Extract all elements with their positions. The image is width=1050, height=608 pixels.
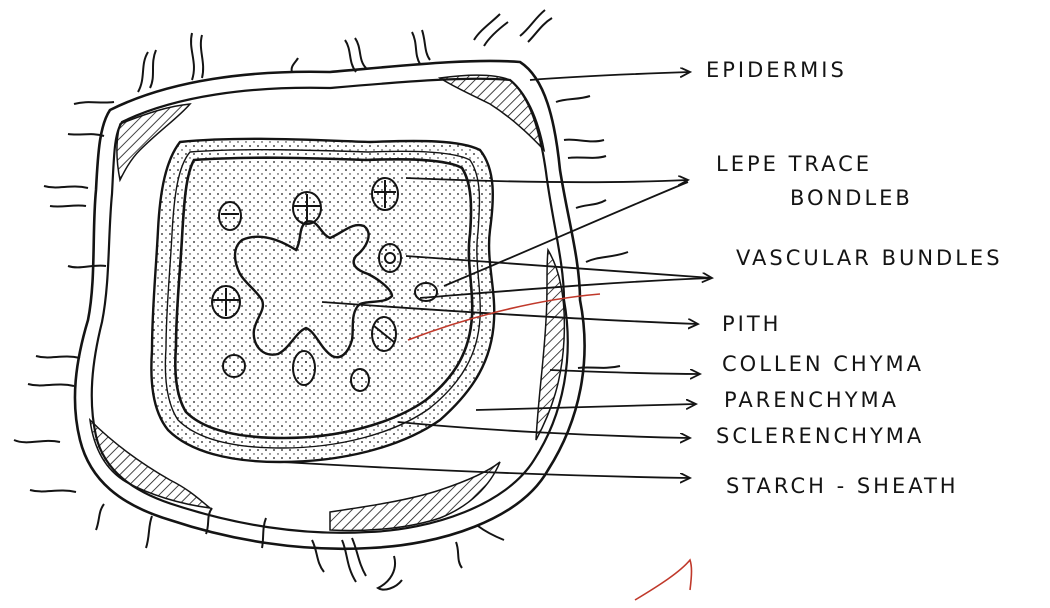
hair	[564, 140, 604, 142]
vascular-bundle	[351, 369, 369, 391]
vascular-bundle	[379, 244, 401, 272]
leader-collenchyma	[550, 370, 700, 374]
sclerenchyma-band	[151, 139, 494, 462]
hair	[146, 516, 152, 548]
leader-epidermis	[530, 72, 690, 80]
vascular-bundle	[223, 355, 245, 377]
hair	[138, 50, 156, 92]
hair	[478, 526, 504, 540]
hair	[96, 504, 104, 530]
label-parenchyma: PARENCHYMA	[724, 388, 899, 412]
label-starch-sheath: STARCH - SHEATH	[726, 474, 959, 498]
label-leaf-trace-line2: BONDLEB	[790, 186, 913, 210]
hair	[36, 356, 80, 358]
hair	[342, 538, 366, 582]
hair	[345, 38, 366, 72]
vascular-bundle	[219, 202, 241, 230]
hair	[412, 30, 430, 64]
hair	[312, 540, 324, 572]
hair	[191, 33, 203, 80]
vascular-bundle	[293, 351, 315, 385]
hair	[68, 266, 106, 268]
hair	[520, 10, 552, 42]
label-collenchyma: COLLEN CHYMA	[722, 352, 924, 376]
hair	[378, 556, 402, 590]
label-pith: PITH	[722, 312, 781, 336]
hair	[50, 205, 86, 206]
vascular-bundle	[212, 286, 240, 318]
hair	[456, 542, 462, 568]
hair	[30, 490, 76, 492]
hair	[14, 440, 60, 442]
leader-parenchyma	[476, 404, 696, 410]
hair	[292, 58, 298, 72]
vascular-bundle	[293, 192, 321, 224]
vascular-bundle	[372, 317, 396, 351]
hair	[576, 200, 606, 208]
hair	[28, 384, 74, 386]
hair	[44, 186, 88, 188]
hair	[68, 134, 104, 136]
label-leaf-trace-line1: LEPE TRACE	[716, 152, 872, 176]
label-epidermis: EPIDERMIS	[706, 58, 847, 82]
hair	[586, 252, 628, 262]
label-vascular-bundles: VASCULAR BUNDLES	[736, 246, 1003, 270]
hair	[474, 14, 508, 46]
label-sclerenchyma: SCLERENCHYMA	[716, 424, 924, 448]
vascular-bundle	[372, 178, 398, 210]
hair	[568, 156, 606, 158]
hair	[74, 102, 114, 104]
hair	[556, 96, 590, 102]
